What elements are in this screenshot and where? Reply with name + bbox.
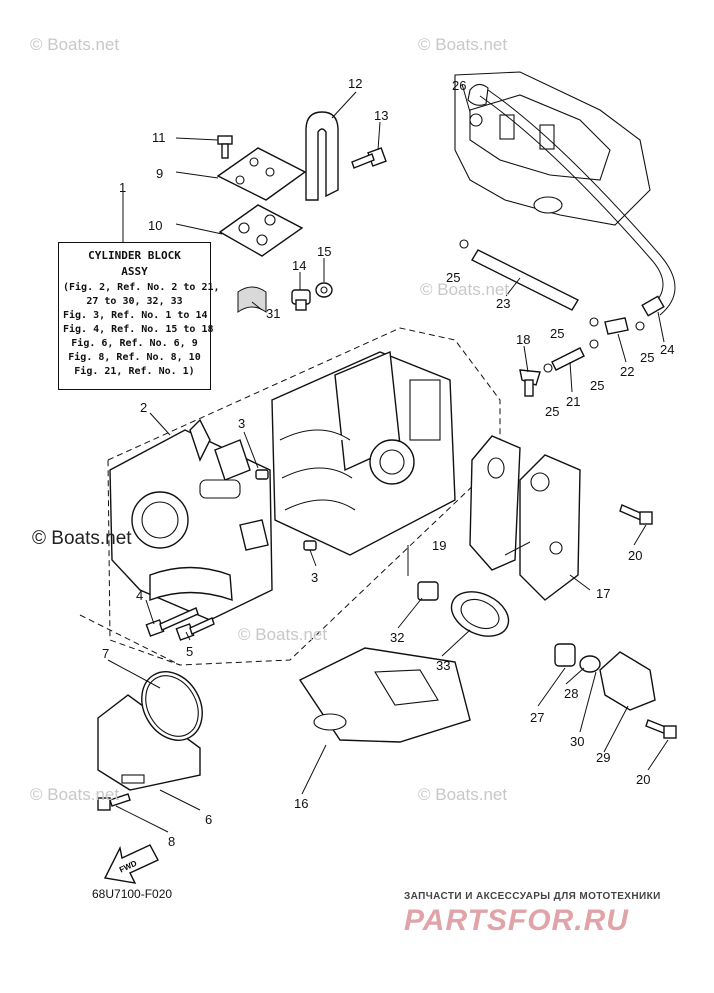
fwd-arrow: FWD (103, 844, 159, 884)
callout-33: 33 (436, 658, 450, 673)
spring-32 (417, 581, 439, 601)
brand-logo[interactable]: PARTSFOR.RU (404, 904, 629, 937)
washer-15 (315, 282, 333, 298)
oil-filter-33 (450, 591, 510, 637)
callout-25e: 25 (545, 404, 559, 419)
callout-9: 9 (156, 166, 163, 181)
watermark: © Boats.net (418, 35, 507, 54)
callout-15: 15 (317, 244, 331, 259)
callout-31: 31 (266, 306, 280, 321)
callout-12: 12 (348, 76, 362, 91)
callout-7: 7 (102, 646, 109, 661)
cylinder-block-2 (109, 418, 273, 621)
watermark: © Boats.net (238, 625, 327, 644)
leader-lines (107, 83, 669, 833)
bolt-4 (145, 607, 199, 637)
callout-32: 32 (390, 630, 404, 645)
callout-2: 2 (140, 400, 147, 415)
bolt-20a (619, 504, 653, 525)
note-line: (Fig. 2, Ref. No. 2 to 21, (63, 282, 220, 293)
callout-6: 6 (205, 812, 212, 827)
callout-28: 28 (564, 686, 578, 701)
bolt-8 (97, 793, 131, 811)
note-title: CYLINDER BLOCK (88, 249, 181, 262)
callout-30: 30 (570, 734, 584, 749)
cowling-tab-26 (469, 113, 483, 127)
bolt-5 (175, 617, 215, 641)
note-subtitle: ASSY (121, 265, 148, 278)
gasket-10 (218, 204, 304, 257)
callout-3a: 3 (238, 416, 245, 431)
callout-25d: 25 (640, 350, 654, 365)
diagram-code: 68U7100-F020 (92, 887, 173, 901)
clips-25 (459, 239, 645, 373)
callout-13: 13 (374, 108, 388, 123)
hose-24 (479, 89, 676, 317)
callout-4: 4 (136, 588, 143, 603)
brand-tagline: ЗАПЧАСТИ И АКСЕССУАРЫ ДЛЯ МОТОТЕХНИКИ (404, 891, 661, 902)
plug-14 (291, 289, 311, 311)
callout-22: 22 (620, 364, 634, 379)
crankcase-block (271, 350, 456, 556)
hose-23 (471, 249, 579, 311)
gasket-16 (298, 647, 471, 743)
cover-6 (97, 694, 201, 791)
note-line: Fig. 4, Ref. No. 15 to 18 (63, 324, 214, 335)
watermarks: © Boats.net © Boats.net © Boats.net © Bo… (30, 35, 509, 804)
watermark: © Boats.net (30, 785, 119, 804)
gasket-30 (579, 655, 601, 673)
cover-29 (599, 651, 656, 711)
clip-12 (305, 111, 339, 201)
callout-20b: 20 (636, 772, 650, 787)
o-ring-7 (141, 671, 203, 741)
callout-25b: 25 (550, 326, 564, 341)
cowling-bracket (454, 71, 651, 226)
callout-16: 16 (294, 796, 308, 811)
watermark-dark: © Boats.net (32, 528, 132, 549)
exhaust-cover-17 (519, 454, 581, 601)
watermark: © Boats.net (420, 280, 509, 299)
bolt-13 (351, 147, 387, 169)
callout-10: 10 (148, 218, 162, 233)
joint-22 (604, 317, 629, 335)
callout-27: 27 (530, 710, 544, 725)
dowel-pin-3b (303, 540, 317, 551)
callout-26: 26 (452, 78, 466, 93)
watermark: © Boats.net (30, 35, 119, 54)
note-line: Fig. 6, Ref. No. 6, 9 (71, 338, 198, 349)
bolt-20b (645, 719, 677, 739)
callout-29: 29 (596, 750, 610, 765)
bolt-11 (217, 135, 233, 159)
callout-14: 14 (292, 258, 306, 273)
callout-23: 23 (496, 296, 510, 311)
thermostat-28 (554, 643, 576, 667)
note-line: Fig. 3, Ref. No. 1 to 14 (63, 310, 208, 321)
callout-5: 5 (186, 644, 193, 659)
callout-11: 11 (152, 130, 166, 145)
note-line: 27 to 30, 32, 33 (86, 296, 183, 307)
gasket-19 (469, 435, 521, 571)
callout-19: 19 (432, 538, 446, 553)
callout-21: 21 (566, 394, 580, 409)
hose-21 (551, 347, 585, 371)
callout-20a: 20 (628, 548, 642, 563)
anode-31 (237, 286, 267, 313)
callout-3b: 3 (311, 570, 318, 585)
callout-17: 17 (596, 586, 610, 601)
callout-25a: 25 (446, 270, 460, 285)
dowel-pin-3a (255, 469, 269, 480)
note-line: Fig. 8, Ref. No. 8, 10 (68, 352, 201, 363)
fitting-18 (519, 369, 541, 397)
assembly-note-box: CYLINDER BLOCK ASSY (Fig. 2, Ref. No. 2 … (58, 242, 220, 390)
cover-plate-9 (216, 147, 307, 201)
watermark: © Boats.net (418, 785, 507, 804)
callout-1: 1 (119, 180, 126, 195)
callout-18: 18 (516, 332, 530, 347)
note-line: Fig. 21, Ref. No. 1) (74, 366, 195, 377)
callout-24: 24 (660, 342, 674, 357)
callout-8: 8 (168, 834, 175, 849)
callout-numbers: 1 2 3 3 4 5 6 7 8 9 10 11 12 13 14 15 16… (102, 76, 674, 849)
callout-25c: 25 (590, 378, 604, 393)
